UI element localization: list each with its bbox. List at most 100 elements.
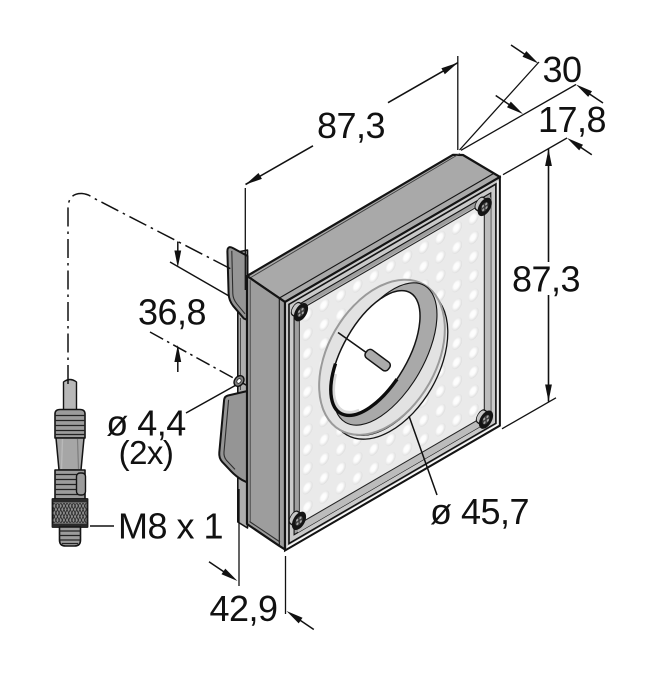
dimension-labels: 87,3 30 17,8 87,3 36,8 ø 4,4 (2x) M8 x 1…: [106, 49, 606, 629]
led-bump: [352, 471, 363, 485]
bracket-reference-line: [169, 261, 230, 297]
label-depth-bezel: 17,8: [538, 99, 606, 140]
label-cable-offset: 36,8: [138, 291, 206, 332]
corner-screws: [288, 196, 494, 531]
led-bump: [335, 461, 346, 476]
led-bump: [451, 394, 463, 408]
label-aperture: ø 45,7: [430, 491, 529, 532]
screw-cross-dot: [483, 421, 486, 424]
led-bump: [468, 211, 479, 226]
led-bump: [385, 451, 396, 466]
led-bump: [451, 259, 463, 274]
label-mount-hole-count: (2x): [119, 434, 174, 471]
screw-cross-dot: [485, 206, 488, 209]
led-bump: [451, 374, 463, 389]
connector-thread: [58, 526, 82, 547]
led-bump: [451, 278, 463, 293]
led-bump: [335, 480, 346, 495]
led-bump: [468, 346, 479, 360]
led-bump: [468, 288, 479, 302]
led-bump: [435, 384, 446, 399]
led-bump: [418, 240, 429, 255]
led-bump: [468, 250, 479, 264]
screw-cross-dot: [298, 313, 301, 317]
led-bump: [468, 307, 479, 322]
led-bump: [352, 452, 363, 466]
screw-cross-dot: [296, 518, 299, 522]
cable: [62, 378, 78, 411]
dimension-arrowheads: [174, 51, 592, 624]
screw: [290, 301, 309, 322]
led-bump: [451, 221, 463, 235]
led-bump: [468, 365, 479, 379]
knurl-line: [83, 502, 88, 514]
led-bump: [302, 461, 313, 476]
led-bump: [435, 231, 446, 245]
led-bump: [302, 327, 313, 341]
led-bump: [468, 384, 479, 398]
led-bump: [385, 259, 396, 274]
axis-pin: [364, 348, 392, 372]
screw-cross-dot: [482, 208, 485, 212]
led-bump: [302, 404, 313, 418]
led-bump: [368, 461, 380, 476]
label-connector-thread: M8 x 1: [118, 505, 223, 546]
screw: [475, 409, 494, 429]
led-bump: [302, 423, 313, 437]
led-bump: [318, 317, 330, 332]
led-bump: [468, 269, 479, 283]
led-bump: [468, 326, 479, 341]
screw-cross-dot: [483, 417, 486, 421]
led-bump: [385, 432, 396, 447]
led-bump: [401, 442, 413, 456]
led-bump: [468, 230, 479, 245]
label-mount-hole: ø 4,4: [106, 402, 186, 443]
led-bump: [318, 432, 330, 447]
led-bump: [468, 403, 479, 418]
connector-slot: [75, 472, 87, 496]
led-bump: [318, 298, 330, 312]
led-bump: [302, 481, 313, 495]
cable-centerline: [67, 192, 233, 384]
mount-hole-leader: [185, 383, 238, 414]
led-bump: [368, 269, 380, 284]
screw-cross-dot: [486, 415, 489, 419]
knurl-pattern: [52, 502, 99, 524]
knurl-line: [83, 512, 88, 524]
connector-boot: [54, 408, 86, 439]
screw: [474, 196, 492, 217]
led-bump: [335, 442, 346, 456]
led-bump: [451, 336, 463, 350]
knurl-line: [90, 503, 99, 523]
led-bump: [302, 346, 313, 361]
screw-cross-dot: [486, 418, 489, 422]
axis-line: [337, 331, 370, 356]
led-bump: [418, 432, 429, 447]
led-bump: [302, 365, 313, 380]
screw-cross-dot: [301, 307, 304, 311]
screw: [288, 510, 307, 531]
led-bump: [318, 471, 330, 485]
led-bump: [401, 250, 413, 264]
led-bump: [451, 298, 463, 312]
housing: [245, 153, 502, 551]
screw-cross-dot: [296, 522, 299, 526]
led-bump: [435, 269, 446, 283]
led-bump: [418, 413, 429, 427]
led-bump: [335, 288, 346, 303]
label-depth-total: 30: [542, 49, 581, 90]
screw-cross-dot: [299, 520, 302, 523]
aperture-axis: [337, 331, 392, 372]
led-bump: [352, 279, 363, 293]
led-bump: [318, 452, 330, 466]
m8-connector: [51, 378, 99, 547]
bracket-top-tab: [226, 246, 249, 321]
led-bump: [318, 490, 330, 504]
led-bump: [418, 259, 429, 274]
led-bump: [435, 423, 446, 437]
led-bump: [401, 423, 413, 437]
led-bump: [435, 403, 446, 418]
led-bump: [451, 317, 463, 331]
